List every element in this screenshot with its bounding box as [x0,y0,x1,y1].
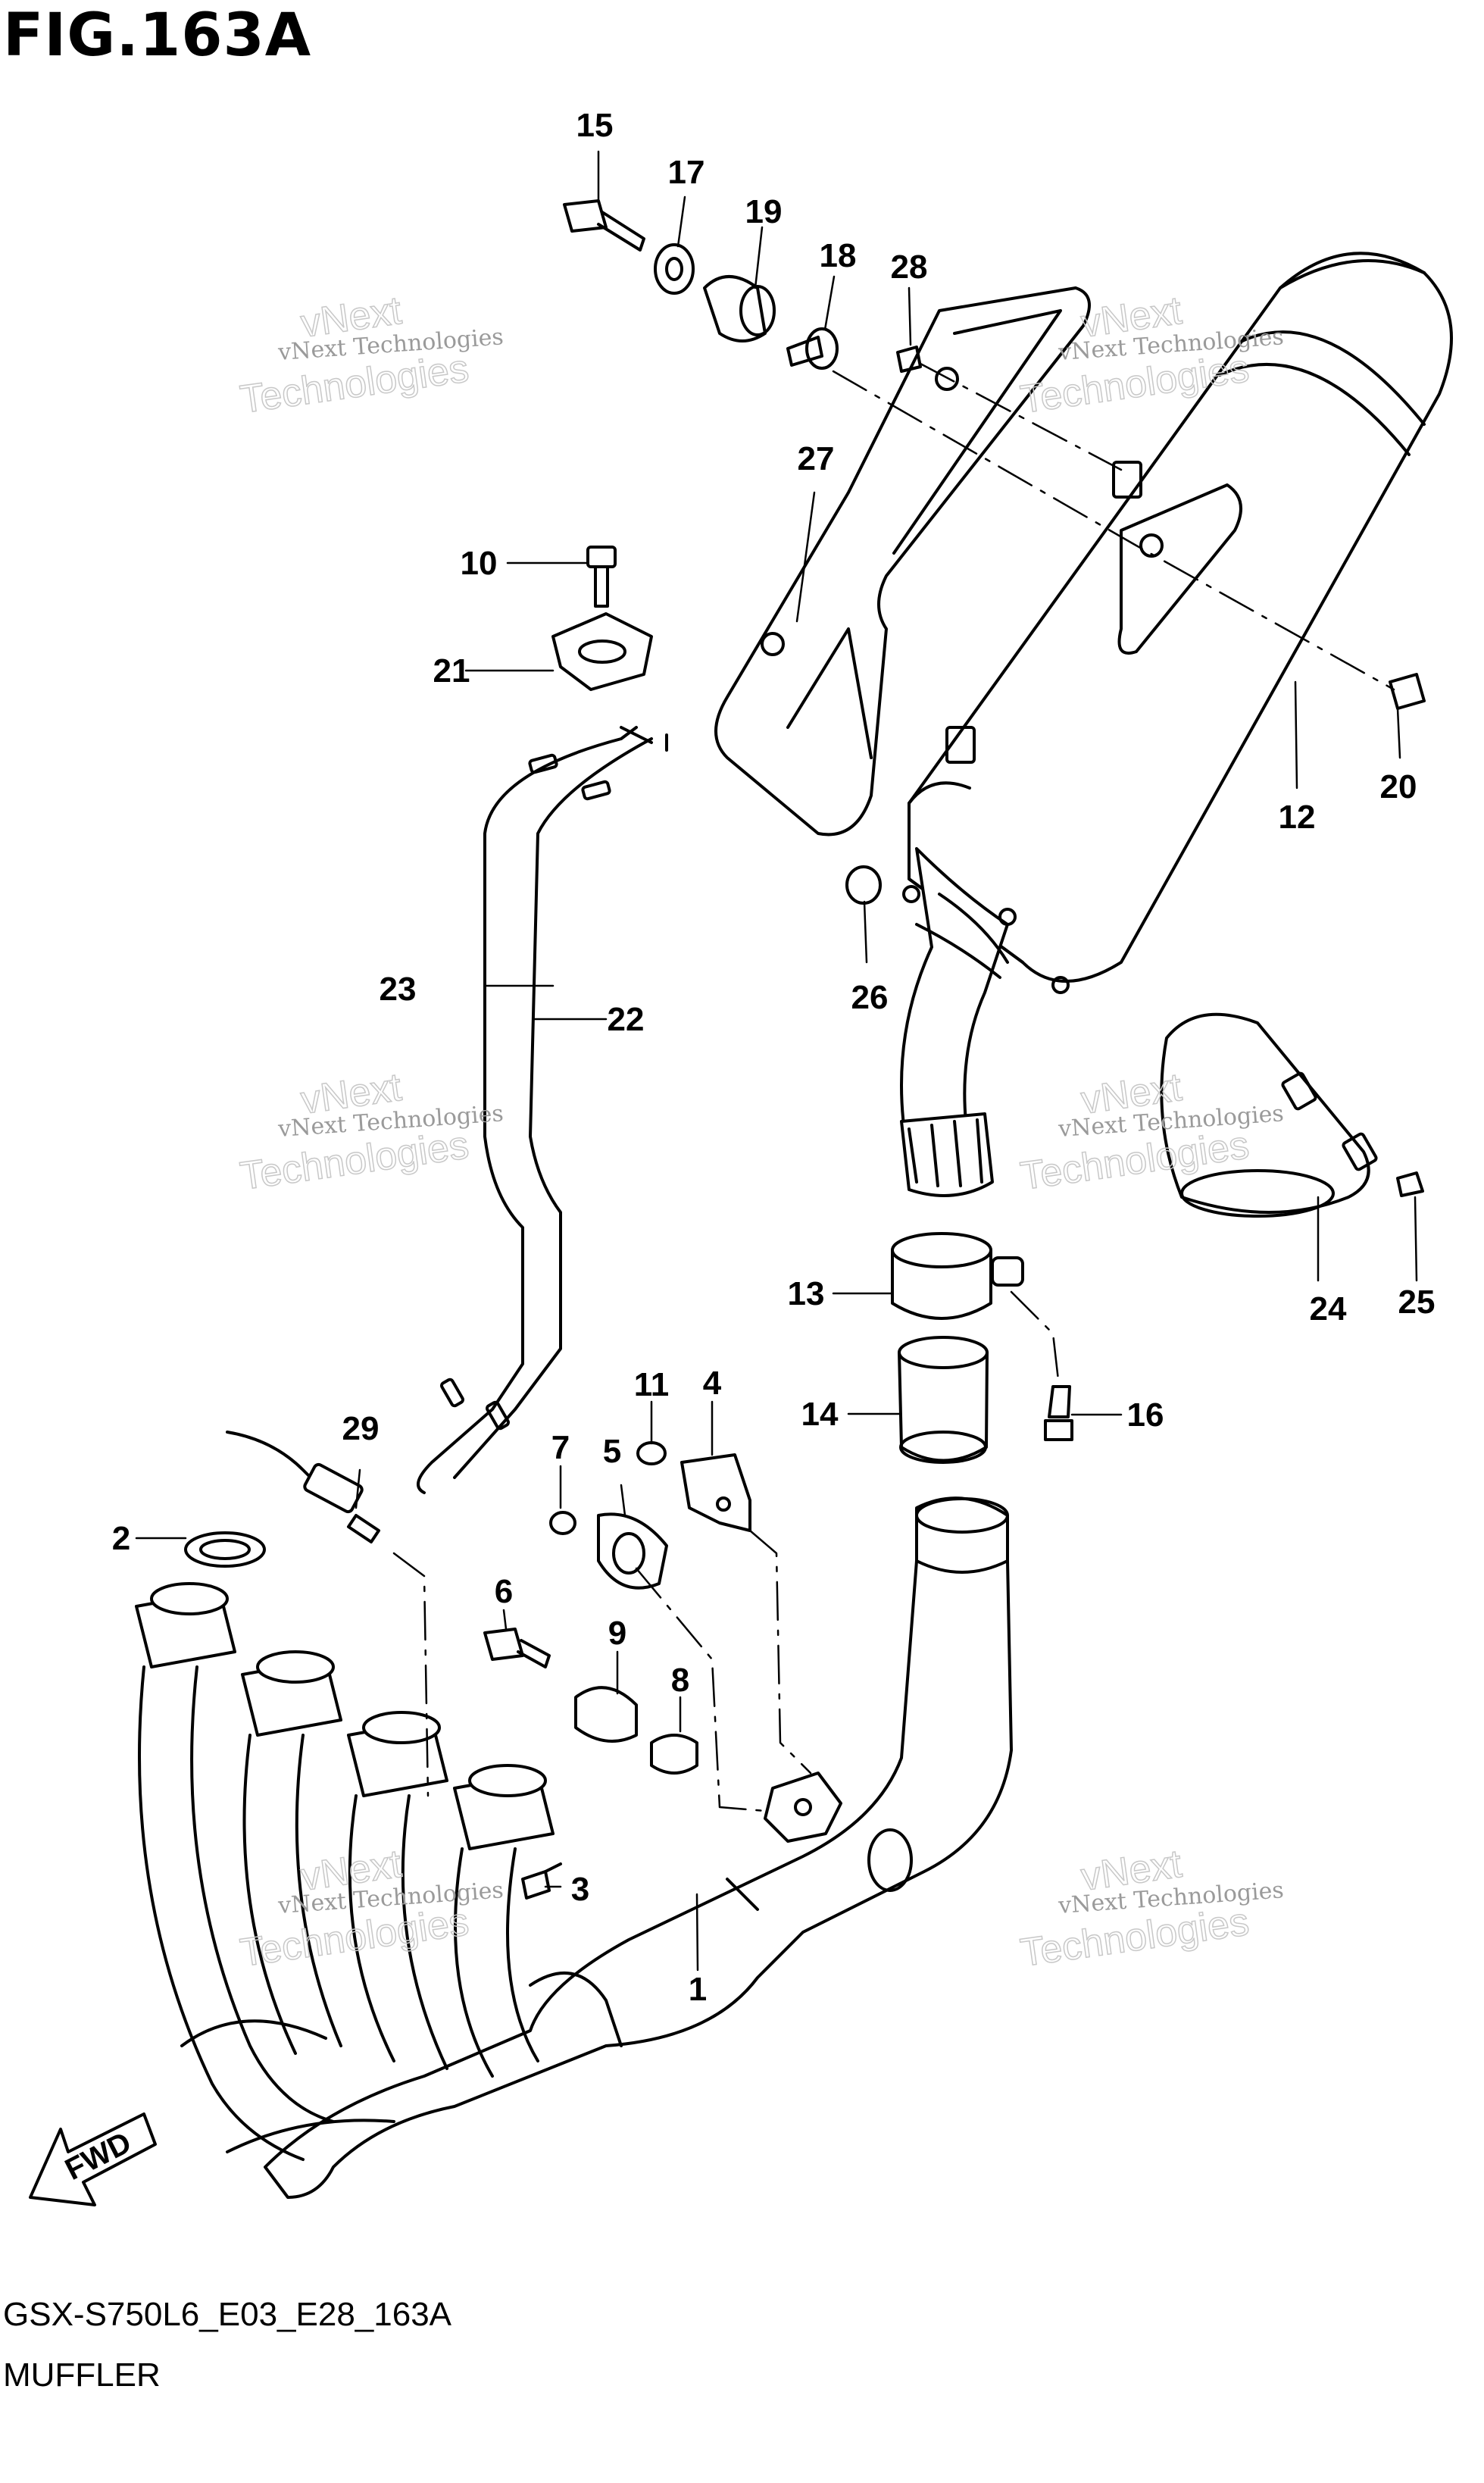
callout-11: 11 [634,1366,670,1403]
callout-4: 4 [703,1365,722,1402]
callout-24: 24 [1310,1290,1347,1327]
exhaust-gasket [184,1531,266,1568]
muffler-inlet-pipe [900,847,1070,1197]
heat-shield [714,286,1091,837]
callout-14: 14 [801,1396,839,1433]
watermark-1: vNext Technologies vNext Technologies [237,288,505,423]
assembly-lines [392,362,1395,1812]
top-fasteners [563,199,922,373]
model-code: GSX-S750L6_E03_E28_163A [3,2296,452,2333]
callout-7: 7 [551,1429,570,1466]
watermark-3: vNext Technologies vNext Technologies [237,1065,505,1199]
cable-housing [551,546,653,691]
misc-fasteners [845,673,1426,1441]
callout-12: 12 [1279,799,1316,836]
callout-3: 3 [571,1871,589,1908]
callout-6: 6 [495,1573,513,1610]
fwd-direction-arrow [29,2112,157,2206]
lower-mount-parts [483,1441,842,1900]
callout-15: 15 [576,107,614,144]
callout-13: 13 [788,1275,825,1312]
clamp-and-gasket [891,1232,1024,1464]
callout-27: 27 [798,440,835,477]
callout-20: 20 [1380,768,1417,805]
header-flanges [135,1582,555,1850]
exhaust-collector [264,1496,1013,2199]
callout-9: 9 [608,1615,626,1652]
callout-leaders [135,150,1418,1972]
watermark-6: vNext Technologies vNext Technologies [1017,1841,1285,1976]
muffler-body [908,252,1453,983]
callout-23: 23 [380,971,417,1008]
fwd-label: FWD [60,2125,136,2187]
muffler-end-cover [1160,1012,1378,1218]
control-cables [417,726,668,1494]
callout-25: 25 [1398,1284,1436,1321]
callout-22: 22 [608,1001,645,1038]
callout-17: 17 [668,154,705,191]
section-name: MUFFLER [3,2356,161,2394]
callout-16: 16 [1127,1396,1164,1434]
header-pipes [138,1665,539,2161]
callout-1: 1 [689,1971,707,2008]
callout-2: 2 [112,1520,130,1557]
callout-18: 18 [820,237,857,274]
callout-10: 10 [461,545,498,582]
callout-26: 26 [851,979,889,1016]
oxygen-sensor [226,1431,380,1543]
callout-5: 5 [603,1433,621,1470]
callout-29: 29 [342,1410,380,1447]
watermark-5: vNext Technologies vNext Technologies [237,1841,505,1976]
callout-8: 8 [671,1662,689,1699]
callout-28: 28 [891,249,928,286]
callout-labels: 1 2 3 4 5 6 7 8 9 10 11 12 13 14 15 16 1… [112,107,1436,2008]
callout-21: 21 [433,652,470,690]
callout-19: 19 [745,193,783,230]
figure-title: FIG.163A [3,2,312,70]
